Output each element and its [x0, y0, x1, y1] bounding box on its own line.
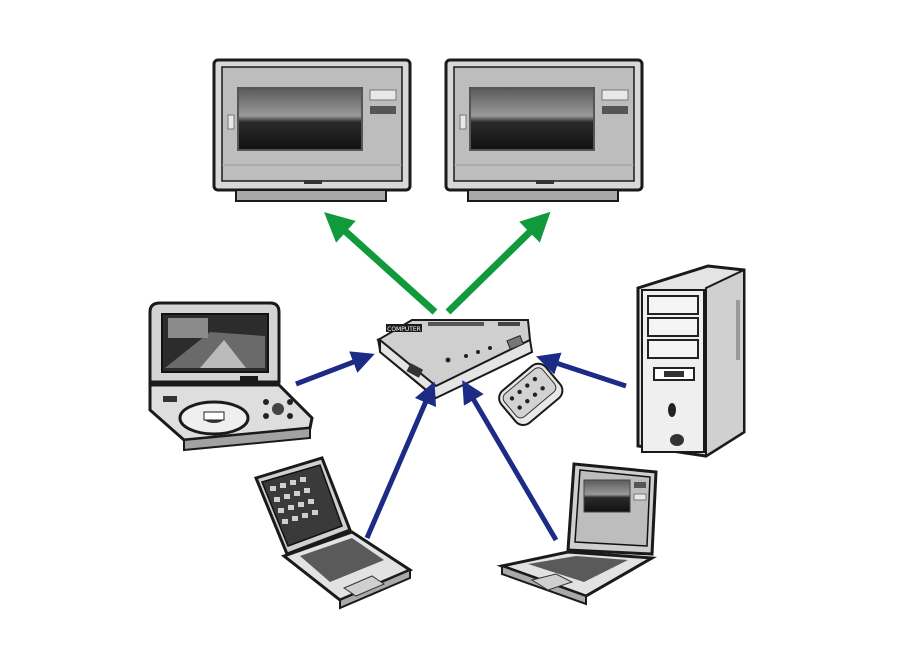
remote-control [498, 362, 564, 426]
input-arrow-dvd [295, 351, 375, 387]
monitor-icon [212, 58, 412, 202]
remote-control-icon [498, 362, 564, 426]
input-desktop-tower [636, 264, 746, 458]
laptop-icon [496, 462, 658, 606]
switch-brand-badge [386, 324, 422, 332]
portable-dvd-player-icon [148, 301, 314, 452]
switch-brand-label: COMPUTER [387, 326, 421, 333]
monitor-icon [444, 58, 644, 202]
output-arrows [324, 211, 551, 315]
output-arrow-right [445, 211, 551, 315]
input-arrow-laptop-left [364, 381, 437, 539]
input-arrow-laptop-right [462, 380, 559, 542]
output-arrow-left [324, 212, 438, 315]
laptop-icon [253, 456, 414, 610]
output-monitor-right [444, 58, 644, 202]
input-portable-dvd-player [148, 301, 314, 452]
input-laptop-left [253, 456, 414, 610]
desktop-tower-pc-icon [636, 264, 746, 458]
input-laptop-right [496, 462, 658, 606]
input-arrow-desktop [536, 352, 627, 389]
output-monitor-left [212, 58, 412, 202]
input-arrows [295, 351, 627, 542]
